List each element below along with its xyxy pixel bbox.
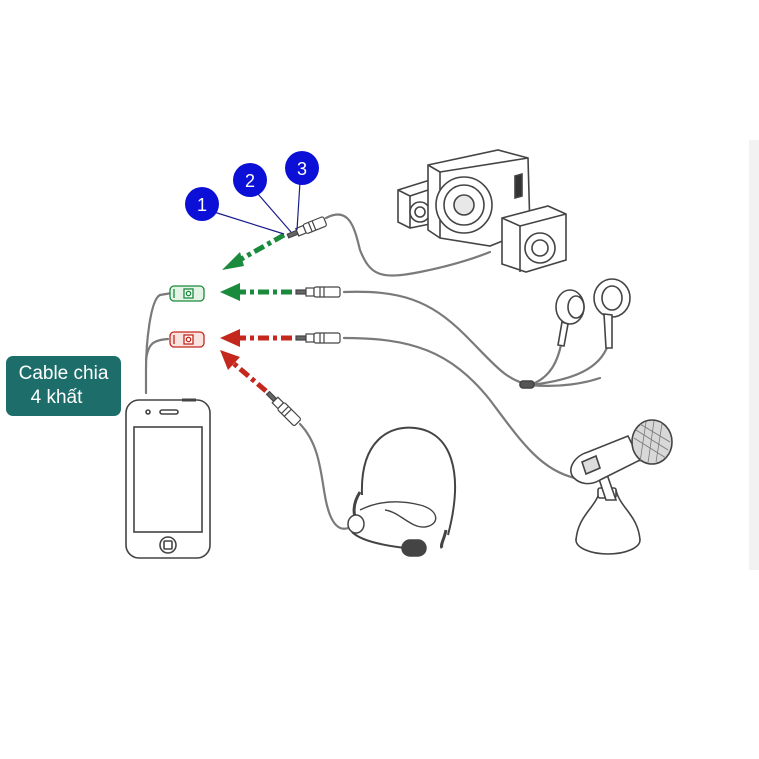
headset-band xyxy=(360,426,456,536)
splitter-label: Cable chia 4 khất xyxy=(6,356,121,416)
splitter-label-line2: 4 khất xyxy=(30,387,83,408)
earphone-cable-right xyxy=(528,343,610,387)
speaker-cable xyxy=(324,213,492,277)
earphone-cable-left xyxy=(528,338,564,387)
speaker-jack xyxy=(286,216,327,239)
badge-2: 2 xyxy=(233,163,267,197)
badge-3-label: 3 xyxy=(297,159,307,179)
splitter-branch-bottom xyxy=(144,337,170,362)
red-arrow-headset xyxy=(220,350,268,393)
green-arrow-earphone xyxy=(220,283,292,301)
right-edge-strip xyxy=(749,140,759,570)
red-splitter-socket xyxy=(169,331,205,348)
audio-jack-icon xyxy=(265,216,341,427)
earphone-jack xyxy=(295,286,341,298)
right-earbud xyxy=(593,278,631,349)
headset-cable xyxy=(298,422,362,530)
microphone-jack xyxy=(295,332,341,344)
earphones-icon xyxy=(519,278,631,389)
arrows xyxy=(220,232,292,393)
badge-pointers xyxy=(213,181,301,235)
badge-1-label: 1 xyxy=(197,195,207,215)
earphone-cable xyxy=(342,290,602,388)
badge-2-label: 2 xyxy=(245,171,255,191)
smartphone-icon xyxy=(125,398,211,559)
right-satellite-speaker xyxy=(501,205,567,273)
headset-icon xyxy=(347,426,456,557)
headset-boom xyxy=(351,531,406,549)
badge-1: 1 xyxy=(185,187,219,221)
speaker-system-icon xyxy=(397,149,567,273)
phone-cable xyxy=(144,293,162,395)
left-earbud xyxy=(555,289,585,347)
splitter-label-line1: Cable chia xyxy=(18,363,109,384)
green-arrow-speaker xyxy=(222,232,286,270)
red-arrow-microphone xyxy=(220,329,292,347)
desk-microphone-icon xyxy=(570,419,673,555)
headset-cord xyxy=(359,501,437,528)
badge-3: 3 xyxy=(285,151,319,185)
green-splitter-socket xyxy=(169,285,205,302)
headset-jack xyxy=(265,390,302,427)
microphone-cable xyxy=(342,336,577,480)
splitter-cable-icon xyxy=(169,285,205,348)
subwoofer xyxy=(427,149,531,247)
